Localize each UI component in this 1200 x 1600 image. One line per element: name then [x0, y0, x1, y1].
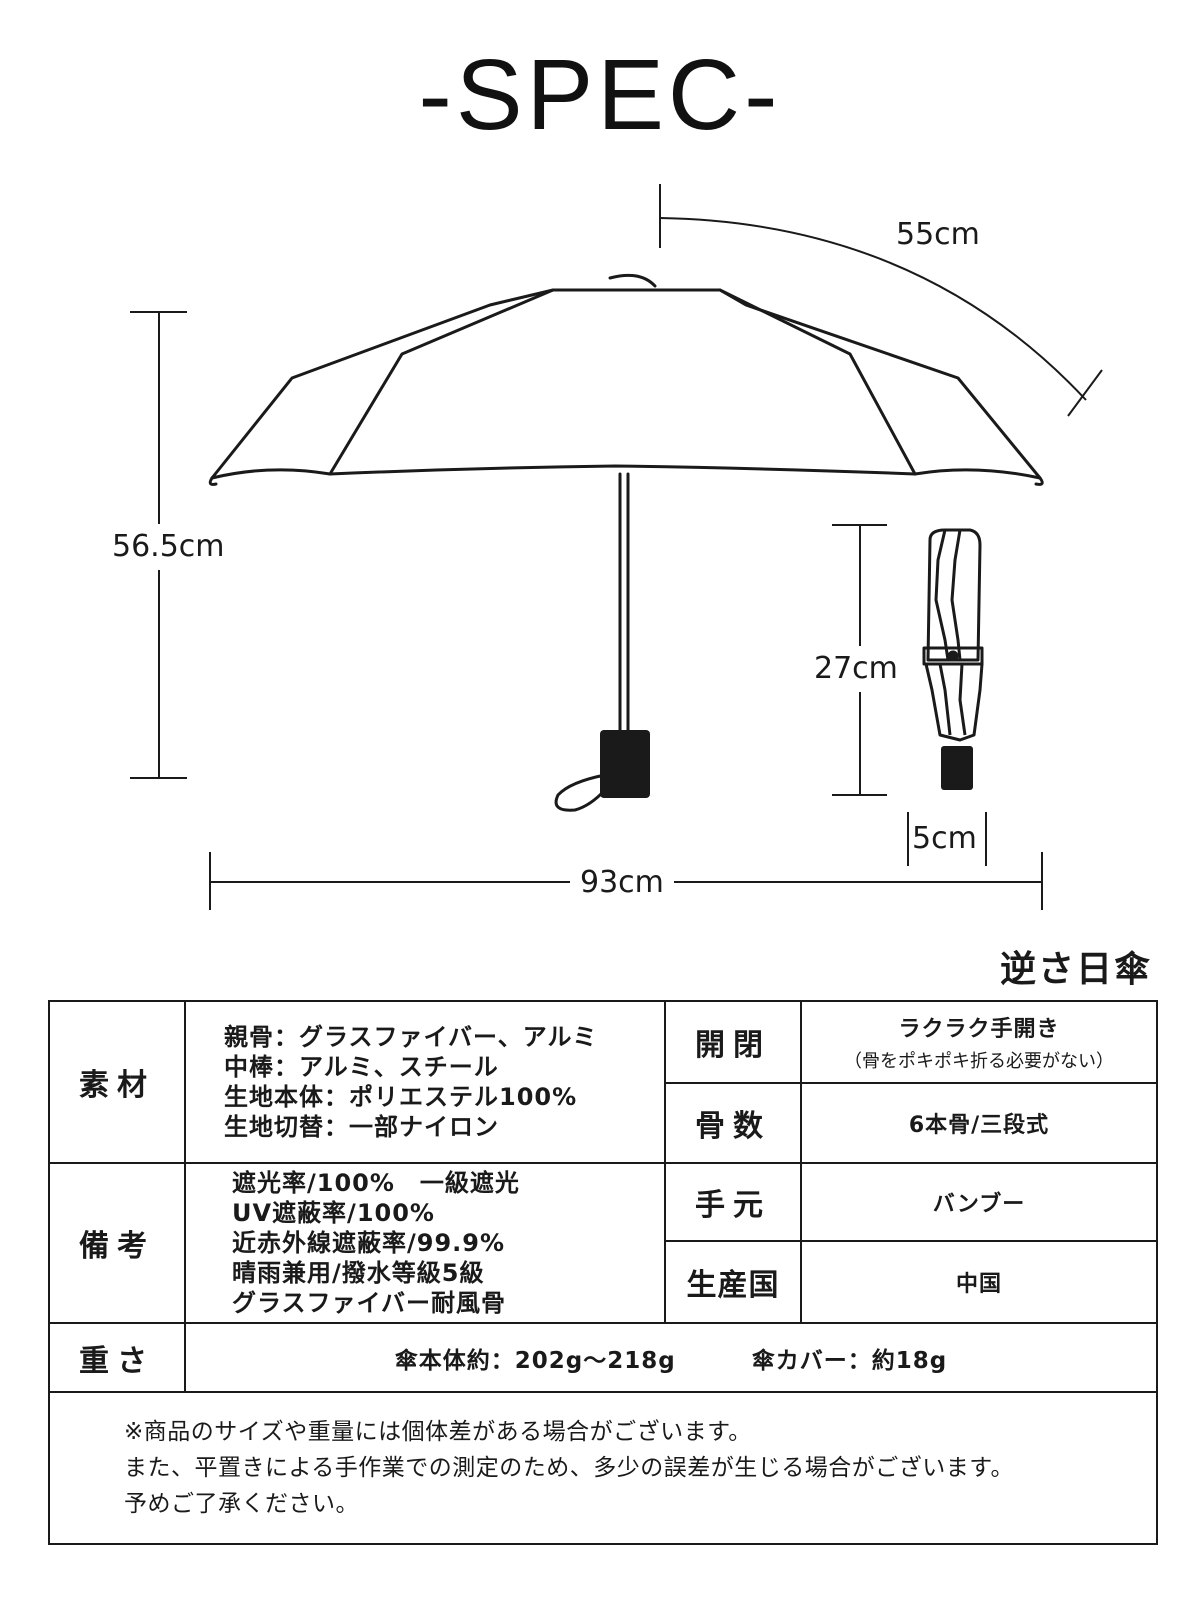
material-line: 親骨：グラスファイバー、アルミ	[224, 1022, 598, 1051]
disclaimer-line: また、平置きによる手作業での測定のため、多少の誤差が生じる場合がございます。	[124, 1455, 1015, 1482]
remarks-line: 晴雨兼用/撥水等級5級	[232, 1258, 485, 1287]
rib-length-label: 55cm	[896, 217, 980, 252]
country-header: 生産国	[664, 1239, 802, 1324]
material-line: 生地切替：一部ナイロン	[224, 1112, 499, 1141]
total-length-label: 56.5cm	[112, 524, 225, 570]
weight-header: 重さ	[48, 1321, 186, 1394]
remarks-line: グラスファイバー耐風骨	[232, 1288, 507, 1317]
closed-umbrella	[922, 528, 984, 742]
opening-value: ラクラク手開き	[898, 1016, 1060, 1042]
closed-width-label: 5cm	[912, 821, 977, 856]
remarks-header: 備考	[48, 1161, 186, 1324]
product-type-label: 逆さ日傘	[999, 949, 1152, 990]
remarks-line: 近赤外線遮蔽率/99.9%	[232, 1228, 506, 1257]
remarks-line: 遮光率/100% 一級遮光	[232, 1168, 520, 1197]
span-label: 93cm	[570, 866, 674, 900]
umbrella-handle	[600, 730, 650, 798]
remarks-line: UV遮蔽率/100%	[232, 1198, 435, 1227]
page-title: -SPEC-	[418, 39, 782, 151]
ribs-value: 6本骨/三段式	[800, 1081, 1158, 1164]
weight-body: 傘本体約：202g～218g	[394, 1347, 676, 1374]
disclaimer-cell: ※商品のサイズや重量には個体差がある場合がございます。 また、平置きによる手作業…	[48, 1391, 1158, 1545]
remarks-values: 遮光率/100% 一級遮光 UV遮蔽率/100% 近赤外線遮蔽率/99.9% 晴…	[184, 1161, 666, 1324]
material-values: 親骨：グラスファイバー、アルミ 中棒：アルミ、スチール 生地本体：ポリエステル1…	[184, 1000, 666, 1164]
material-header: 素材	[48, 1000, 186, 1164]
opening-header: 開閉	[664, 1000, 802, 1084]
weight-cover: 傘カバー：約18g	[751, 1347, 948, 1374]
handle-value: バンブー	[800, 1161, 1158, 1242]
weight-value-cell: 傘本体約：202g～218g 傘カバー：約18g	[184, 1321, 1158, 1394]
handle-header: 手元	[664, 1161, 802, 1242]
closed-umbrella-handle	[941, 746, 973, 790]
material-line: 中棒：アルミ、スチール	[224, 1052, 499, 1081]
opening-note: （骨をポキポキ折る必要がない）	[844, 1050, 1114, 1072]
closed-length-label: 27cm	[814, 646, 898, 692]
ribs-header: 骨数	[664, 1081, 802, 1164]
umbrella-diagram	[130, 184, 1103, 910]
country-value: 中国	[800, 1239, 1158, 1324]
disclaimer-line: ※商品のサイズや重量には個体差がある場合がございます。	[124, 1419, 752, 1446]
opening-value-cell: ラクラク手開き （骨をポキポキ折る必要がない）	[800, 1000, 1158, 1084]
disclaimer-line: 予めご了承ください。	[124, 1491, 359, 1518]
material-line: 生地本体：ポリエステル100%	[224, 1082, 578, 1111]
open-umbrella	[208, 273, 1044, 486]
spec-table: 素材 親骨：グラスファイバー、アルミ 中棒：アルミ、スチール 生地本体：ポリエス…	[48, 1000, 1158, 1545]
